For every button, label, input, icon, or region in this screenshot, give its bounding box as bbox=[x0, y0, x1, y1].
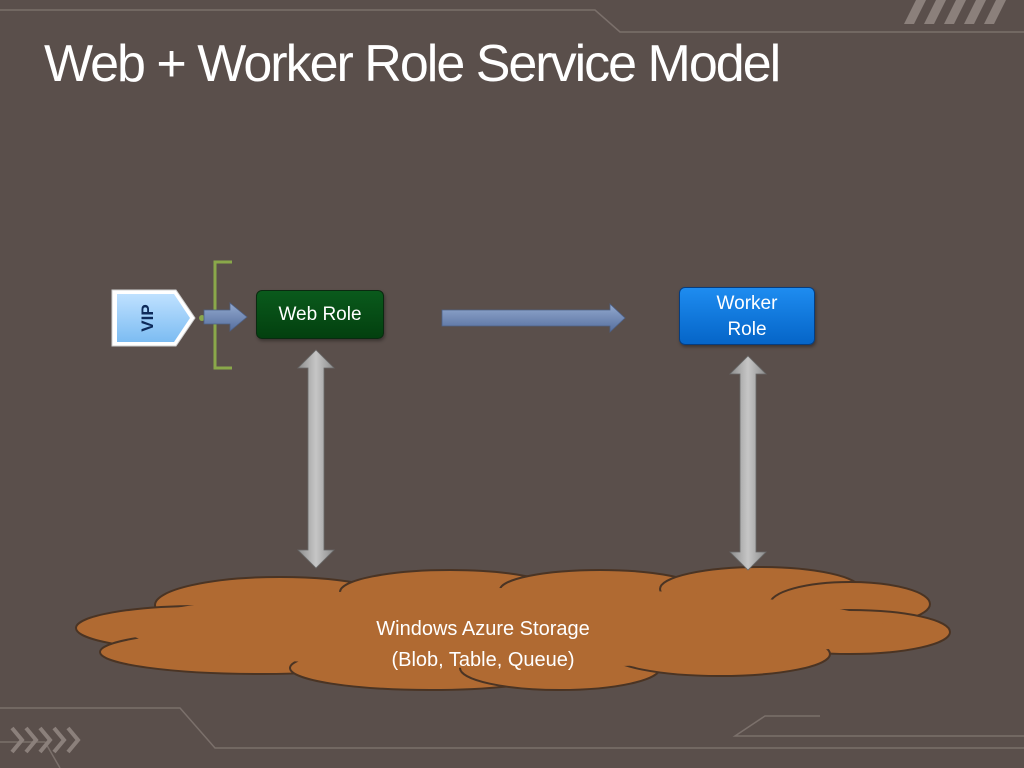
web-role-label: Web Role bbox=[278, 303, 362, 325]
vip-to-web-arrow bbox=[203, 302, 248, 332]
worker-role-label-line2: Role bbox=[727, 319, 767, 340]
storage-label-line2: (Blob, Table, Queue) bbox=[391, 649, 575, 671]
worker-role-label-line1: Worker bbox=[716, 293, 778, 314]
web-to-worker-arrow bbox=[441, 303, 626, 333]
bottom-chevrons bbox=[10, 726, 81, 754]
storage-label: Windows Azure Storage (Blob, Table, Queu… bbox=[340, 614, 626, 676]
worker-storage-double-arrow bbox=[729, 355, 767, 571]
top-stripes bbox=[904, 0, 1006, 24]
slide-title: Web + Worker Role Service Model bbox=[44, 35, 781, 93]
web-storage-double-arrow bbox=[297, 349, 335, 569]
storage-cloud bbox=[75, 566, 951, 691]
vip-tag bbox=[111, 289, 196, 347]
connector-dot bbox=[199, 315, 205, 321]
storage-label-line1: Windows Azure Storage bbox=[376, 618, 590, 640]
worker-role-box: Worker Role bbox=[679, 287, 815, 345]
vip-label: VIP bbox=[138, 304, 157, 332]
web-role-box: Web Role bbox=[256, 290, 384, 339]
